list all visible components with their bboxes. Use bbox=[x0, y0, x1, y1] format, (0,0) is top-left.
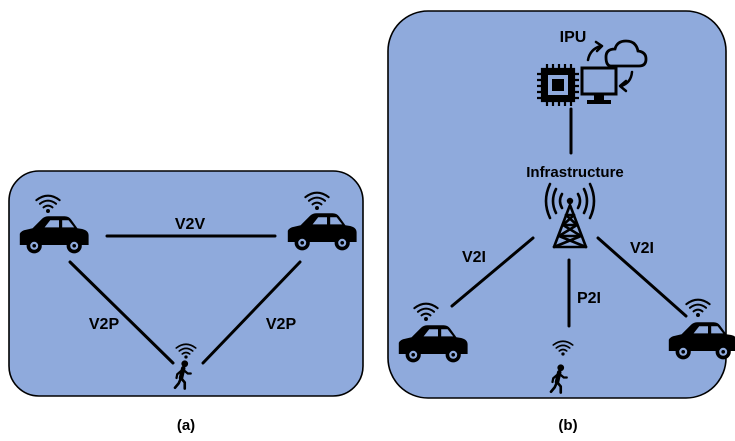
v2i-label-right: V2I bbox=[630, 240, 654, 257]
panel-a-background bbox=[8, 170, 364, 397]
v2i-link-right bbox=[596, 236, 688, 318]
panel-a: V2V V2P V2P (a) bbox=[8, 170, 364, 434]
caption-a: (a) bbox=[177, 417, 195, 434]
v2p-label-left: V2P bbox=[89, 316, 120, 333]
infrastructure-label: Infrastructure bbox=[526, 164, 624, 181]
panel-b: IPU Infrastructure bbox=[387, 10, 735, 434]
v2v-label: V2V bbox=[175, 216, 206, 233]
processor-chip-icon bbox=[537, 64, 579, 106]
ipu-label: IPU bbox=[560, 29, 587, 46]
v2p-label-right: V2P bbox=[266, 316, 297, 333]
cloud-icon bbox=[604, 39, 648, 68]
panel-b-background bbox=[387, 10, 727, 399]
monitor-icon bbox=[580, 66, 618, 104]
v2i-link-left bbox=[450, 236, 535, 308]
v2p-link-right bbox=[201, 260, 302, 365]
caption-b: (b) bbox=[558, 417, 577, 434]
sync-arrows-icon bbox=[586, 40, 634, 93]
v2i-label-left: V2I bbox=[462, 249, 486, 266]
v2p-link-left bbox=[68, 260, 175, 365]
p2i-label: P2I bbox=[577, 290, 601, 307]
